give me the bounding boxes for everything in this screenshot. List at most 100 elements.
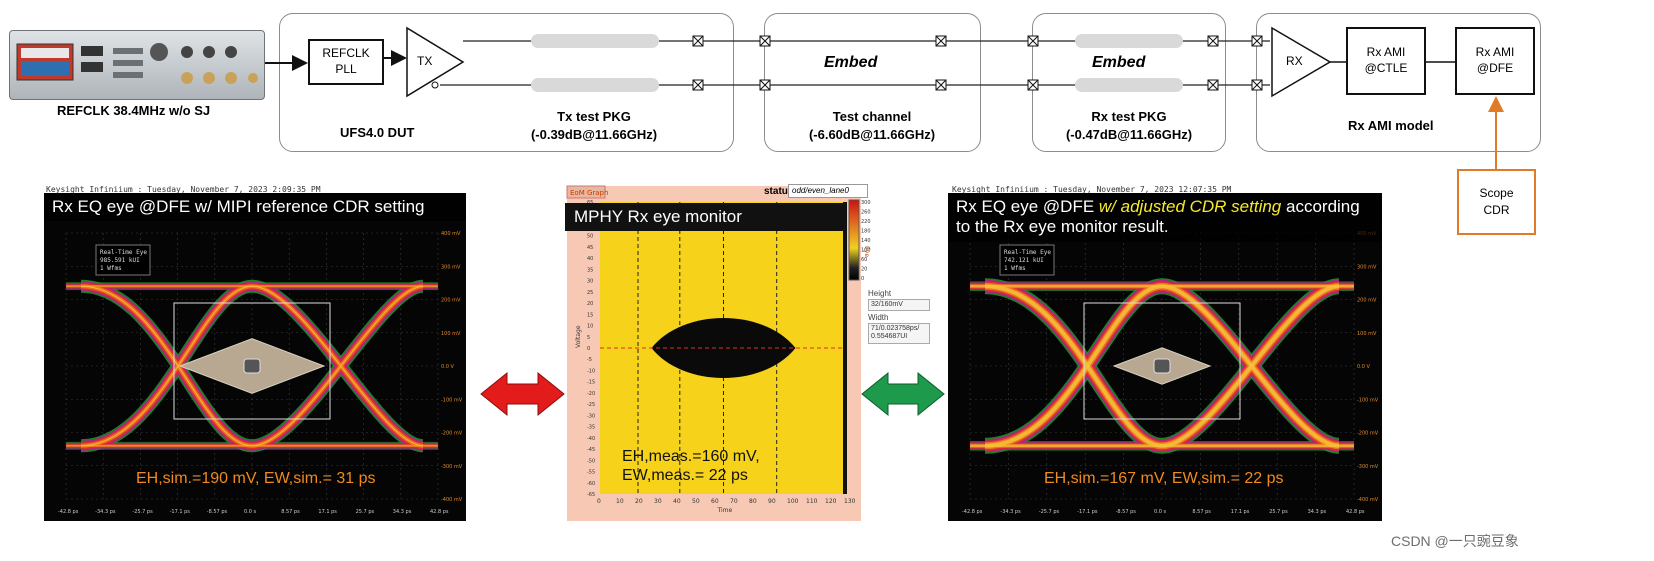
rx-ami-label: Rx AMI model xyxy=(1348,118,1434,133)
monitor-y-tick: 0 xyxy=(587,346,590,352)
x-tick-label: -17.1 ps xyxy=(170,509,191,515)
monitor-y-tick: -5 xyxy=(587,357,592,363)
y-tick-label: -300 mV xyxy=(441,464,463,470)
rx-ami-dfe-box: Rx AMI @DFE xyxy=(1455,27,1535,95)
eye-monitor-measurement: EH,meas.=160 mV, EW,meas.= 22 ps xyxy=(622,448,760,486)
left-eye-measurement: EH,sim.=190 mV, EW,sim.= 31 ps xyxy=(136,470,376,487)
left-panel-title: Rx EQ eye @DFE w/ MIPI reference CDR set… xyxy=(44,193,466,222)
eye-center-marker xyxy=(1153,358,1171,374)
monitor-tab-label: EoM Graph xyxy=(570,189,608,197)
monitor-x-tick: 40 xyxy=(673,498,681,505)
test-channel-embed: Embed xyxy=(824,54,878,71)
colorbar-tick: 0 xyxy=(861,276,864,282)
monitor-x-tick: 10 xyxy=(616,498,624,505)
info-line: 742.121 kUI xyxy=(1004,257,1044,264)
info-line: 985.591 kUI xyxy=(100,257,140,264)
y-tick-label: -400 mV xyxy=(1357,497,1379,503)
y-tick-label: 0.0 V xyxy=(441,364,455,370)
y-tick-label: 300 mV xyxy=(1357,264,1377,270)
refclk-pll-box: REFCLK PLL xyxy=(308,39,384,85)
y-tick-label: -400 mV xyxy=(441,497,463,503)
monitor-y-tick: 15 xyxy=(587,312,593,318)
colorbar-tick: 220 xyxy=(861,219,871,225)
width-value: 71/0.023758ps/ 0.554687UI xyxy=(868,323,930,344)
monitor-y-tick: 40 xyxy=(587,256,593,262)
left-scope-header: Keysight Infiniium : Tuesday, November 7… xyxy=(46,185,321,194)
monitor-y-tick: -30 xyxy=(587,413,595,419)
monitor-xlabel: Time xyxy=(717,507,733,514)
monitor-x-tick: 80 xyxy=(749,498,757,505)
rx-ami-ctle-box: Rx AMI @CTLE xyxy=(1346,27,1426,95)
x-tick-label: 0.0 s xyxy=(1154,509,1167,515)
eye-mask-box xyxy=(1083,302,1241,420)
monitor-x-tick: 120 xyxy=(825,498,837,505)
monitor-y-tick: 50 xyxy=(587,234,593,240)
x-tick-label: 42.8 ps xyxy=(430,509,449,515)
x-tick-label: 25.7 ps xyxy=(356,509,375,515)
y-tick-label: -200 mV xyxy=(441,431,463,437)
ew-meas: EW,meas.= 22 ps xyxy=(622,466,748,484)
x-tick-label: 17.1 ps xyxy=(1231,509,1250,515)
y-tick-label: 200 mV xyxy=(441,298,461,304)
monitor-eye-opening xyxy=(651,318,796,378)
colorbar-tick: 260 xyxy=(861,210,871,216)
x-tick-label: 17.1 ps xyxy=(318,509,337,515)
y-tick-label: -200 mV xyxy=(1357,431,1379,437)
colorbar-tick: 140 xyxy=(861,238,871,244)
y-tick-label: 200 mV xyxy=(1357,298,1377,304)
eh-meas: EH,meas.=160 mV, xyxy=(622,448,760,465)
x-tick-label: -17.1 ps xyxy=(1077,509,1098,515)
dut-label: UFS4.0 DUT xyxy=(340,125,415,140)
height-value: 32/160mV xyxy=(868,299,930,312)
info-line: 1 Wfms xyxy=(100,265,122,272)
monitor-x-tick: 20 xyxy=(635,498,643,505)
monitor-y-tick: 35 xyxy=(587,267,593,273)
x-tick-label: 0.0 s xyxy=(244,509,257,515)
monitor-y-tick: -20 xyxy=(587,391,595,397)
eye-center-marker xyxy=(243,358,261,374)
monitor-x-tick: 130 xyxy=(844,498,856,505)
monitor-x-tick: 90 xyxy=(768,498,776,505)
y-tick-label: 400 mV xyxy=(441,231,461,237)
tx-label: TX xyxy=(417,54,433,68)
x-tick-label: -8.57 ps xyxy=(1116,509,1137,515)
y-tick-label: -100 mV xyxy=(441,397,463,403)
rx-label: RX xyxy=(1286,54,1303,68)
monitor-y-tick: -60 xyxy=(587,481,595,487)
monitor-x-tick: 100 xyxy=(787,498,799,505)
x-tick-label: 8.57 ps xyxy=(281,509,300,515)
monitor-y-tick: -65 xyxy=(587,492,595,498)
rx-pkg-embed: Embed xyxy=(1092,54,1146,71)
y-tick-label: 100 mV xyxy=(1357,331,1377,337)
monitor-y-tick: -15 xyxy=(587,380,595,386)
monitor-y-tick: -35 xyxy=(587,425,595,431)
y-tick-label: 100 mV xyxy=(441,331,461,337)
right-title-highlight: w/ adjusted CDR setting xyxy=(1098,197,1282,216)
y-tick-label: -300 mV xyxy=(1357,464,1379,470)
x-tick-label: -8.57 ps xyxy=(207,509,228,515)
x-tick-label: -34.3 ps xyxy=(95,509,116,515)
monitor-x-tick: 70 xyxy=(730,498,738,505)
colorbar-tick: 300 xyxy=(861,200,871,206)
red-double-arrow xyxy=(480,371,565,417)
monitor-edge xyxy=(843,202,847,494)
info-box xyxy=(95,244,151,276)
rx-pkg-label: Rx test PKG (-0.47dB@11.66GHz) xyxy=(1065,109,1193,142)
monitor-x-tick: 0 xyxy=(597,498,601,505)
monitor-y-tick: 45 xyxy=(587,245,593,251)
info-box xyxy=(999,244,1055,276)
info-line: Real-Time Eye xyxy=(100,249,147,256)
status-value-field[interactable]: odd/even_lane0 xyxy=(788,184,868,198)
monitor-tab xyxy=(566,185,606,199)
monitor-y-tick: -10 xyxy=(587,368,595,374)
x-tick-label: -34.3 ps xyxy=(1000,509,1021,515)
colorbar-label: Eye xyxy=(863,246,870,257)
colorbar-tick: 100 xyxy=(861,248,871,254)
refclk-label: REFCLK 38.4MHz w/o SJ xyxy=(57,103,211,118)
